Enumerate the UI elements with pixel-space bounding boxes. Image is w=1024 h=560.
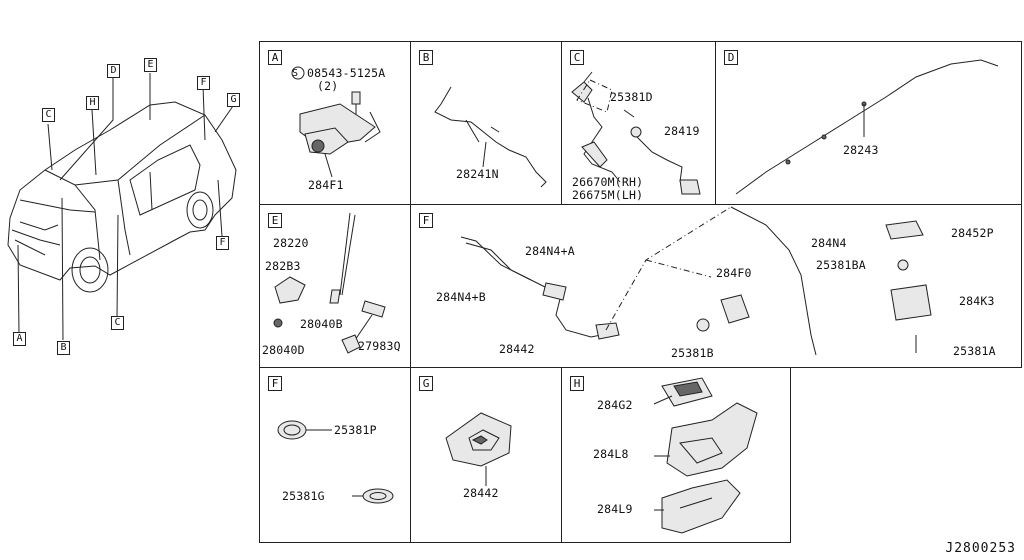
part-28220: 28220 <box>273 236 309 250</box>
diagram-reference-number: J2800253 <box>945 541 1016 556</box>
grommets-f-drawing <box>277 420 394 504</box>
part-284l8: 284L8 <box>593 447 629 461</box>
sensor-c-drawing <box>571 71 701 195</box>
overview-callout-c-bottom: C <box>111 316 124 330</box>
part-284n4-a: 284N4+A <box>525 244 575 258</box>
harness-b-drawing <box>434 86 547 188</box>
part-28452p: 28452P <box>951 226 994 240</box>
camera-bracket-drawing <box>291 66 381 178</box>
part-25381a: 25381A <box>953 344 996 358</box>
vehicle-overview: C H D E F G F A B C <box>0 40 250 370</box>
panel-e: E 28220 282B3 28040B 28040D 27983Q <box>259 204 411 368</box>
part-284f0: 284F0 <box>716 266 752 280</box>
panel-d: D 28243 <box>715 41 1022 205</box>
part-28040b: 28040B <box>300 317 343 331</box>
part-25381g: 25381G <box>282 489 325 503</box>
part-284k3: 284K3 <box>959 294 995 308</box>
panel-b: B 28241N <box>410 41 562 205</box>
part-26675m-lh: 26675M(LH) <box>572 188 644 202</box>
overview-callout-g: G <box>227 93 240 107</box>
part-28241n: 28241N <box>456 167 499 181</box>
panel-a: A S 08543-5125A (2) 284F1 <box>259 41 411 205</box>
panel-e-label: E <box>268 213 282 228</box>
part-28419: 28419 <box>664 124 700 138</box>
part-25381ba: 25381BA <box>816 258 866 272</box>
part-282b3: 282B3 <box>265 259 301 273</box>
overview-callout-h: H <box>86 96 99 110</box>
panel-c: C 25381D 28419 26670M(RH) 26675M(LH) <box>561 41 716 205</box>
panel-d-label: D <box>724 50 738 65</box>
overview-callout-a: A <box>13 332 26 346</box>
mirror-cover-h-drawing <box>653 377 758 534</box>
part-28243: 28243 <box>843 143 879 157</box>
part-284n4: 284N4 <box>811 236 847 250</box>
part-28442-f: 28442 <box>499 342 535 356</box>
panel-g-label: G <box>419 376 433 391</box>
part-25381d: 25381D <box>610 90 653 104</box>
part-284f1: 284F1 <box>308 178 344 192</box>
overview-callout-e: E <box>144 58 157 72</box>
part-284n4-b: 284N4+B <box>436 290 486 304</box>
part-25381p: 25381P <box>334 423 377 437</box>
vehicle-illustration <box>7 73 237 341</box>
bracket-g-drawing <box>445 412 512 486</box>
harness-f-drawing <box>460 206 932 356</box>
panel-a-label: A <box>268 50 282 65</box>
part-25381b: 25381B <box>671 346 714 360</box>
part-284l9: 284L9 <box>597 502 633 516</box>
panel-f-main-label: F <box>419 213 433 228</box>
part-08543-qty: (2) <box>317 79 339 93</box>
panel-g: G 28442 <box>410 367 562 543</box>
overview-callout-c-top: C <box>42 108 55 122</box>
panel-f-main: F 284N4+A 284N4 28452P 25381BA 284F0 284… <box>410 204 1022 368</box>
panel-h-label: H <box>570 376 584 391</box>
part-28040d: 28040D <box>262 343 305 357</box>
panel-a-symbol: S <box>292 68 299 79</box>
part-27983q: 27983Q <box>358 339 401 353</box>
part-284g2: 284G2 <box>597 398 633 412</box>
panel-f-small: F 25381P 25381G <box>259 367 411 543</box>
part-26670m-rh: 26670M(RH) <box>572 175 644 189</box>
panel-c-label: C <box>570 50 584 65</box>
panel-f-small-label: F <box>268 376 282 391</box>
overview-callout-b: B <box>57 341 70 355</box>
part-08543-5125a: 08543-5125A <box>307 66 386 80</box>
overview-callout-f-top: F <box>197 76 210 90</box>
overview-callout-d: D <box>107 64 120 78</box>
panel-h: H 284G2 284L8 284L9 <box>561 367 791 543</box>
panel-b-label: B <box>419 50 433 65</box>
part-28442-g: 28442 <box>463 486 499 500</box>
overview-callout-f-bottom: F <box>216 236 229 250</box>
harness-d-drawing <box>735 59 999 195</box>
antenna-e-drawing <box>273 212 386 354</box>
